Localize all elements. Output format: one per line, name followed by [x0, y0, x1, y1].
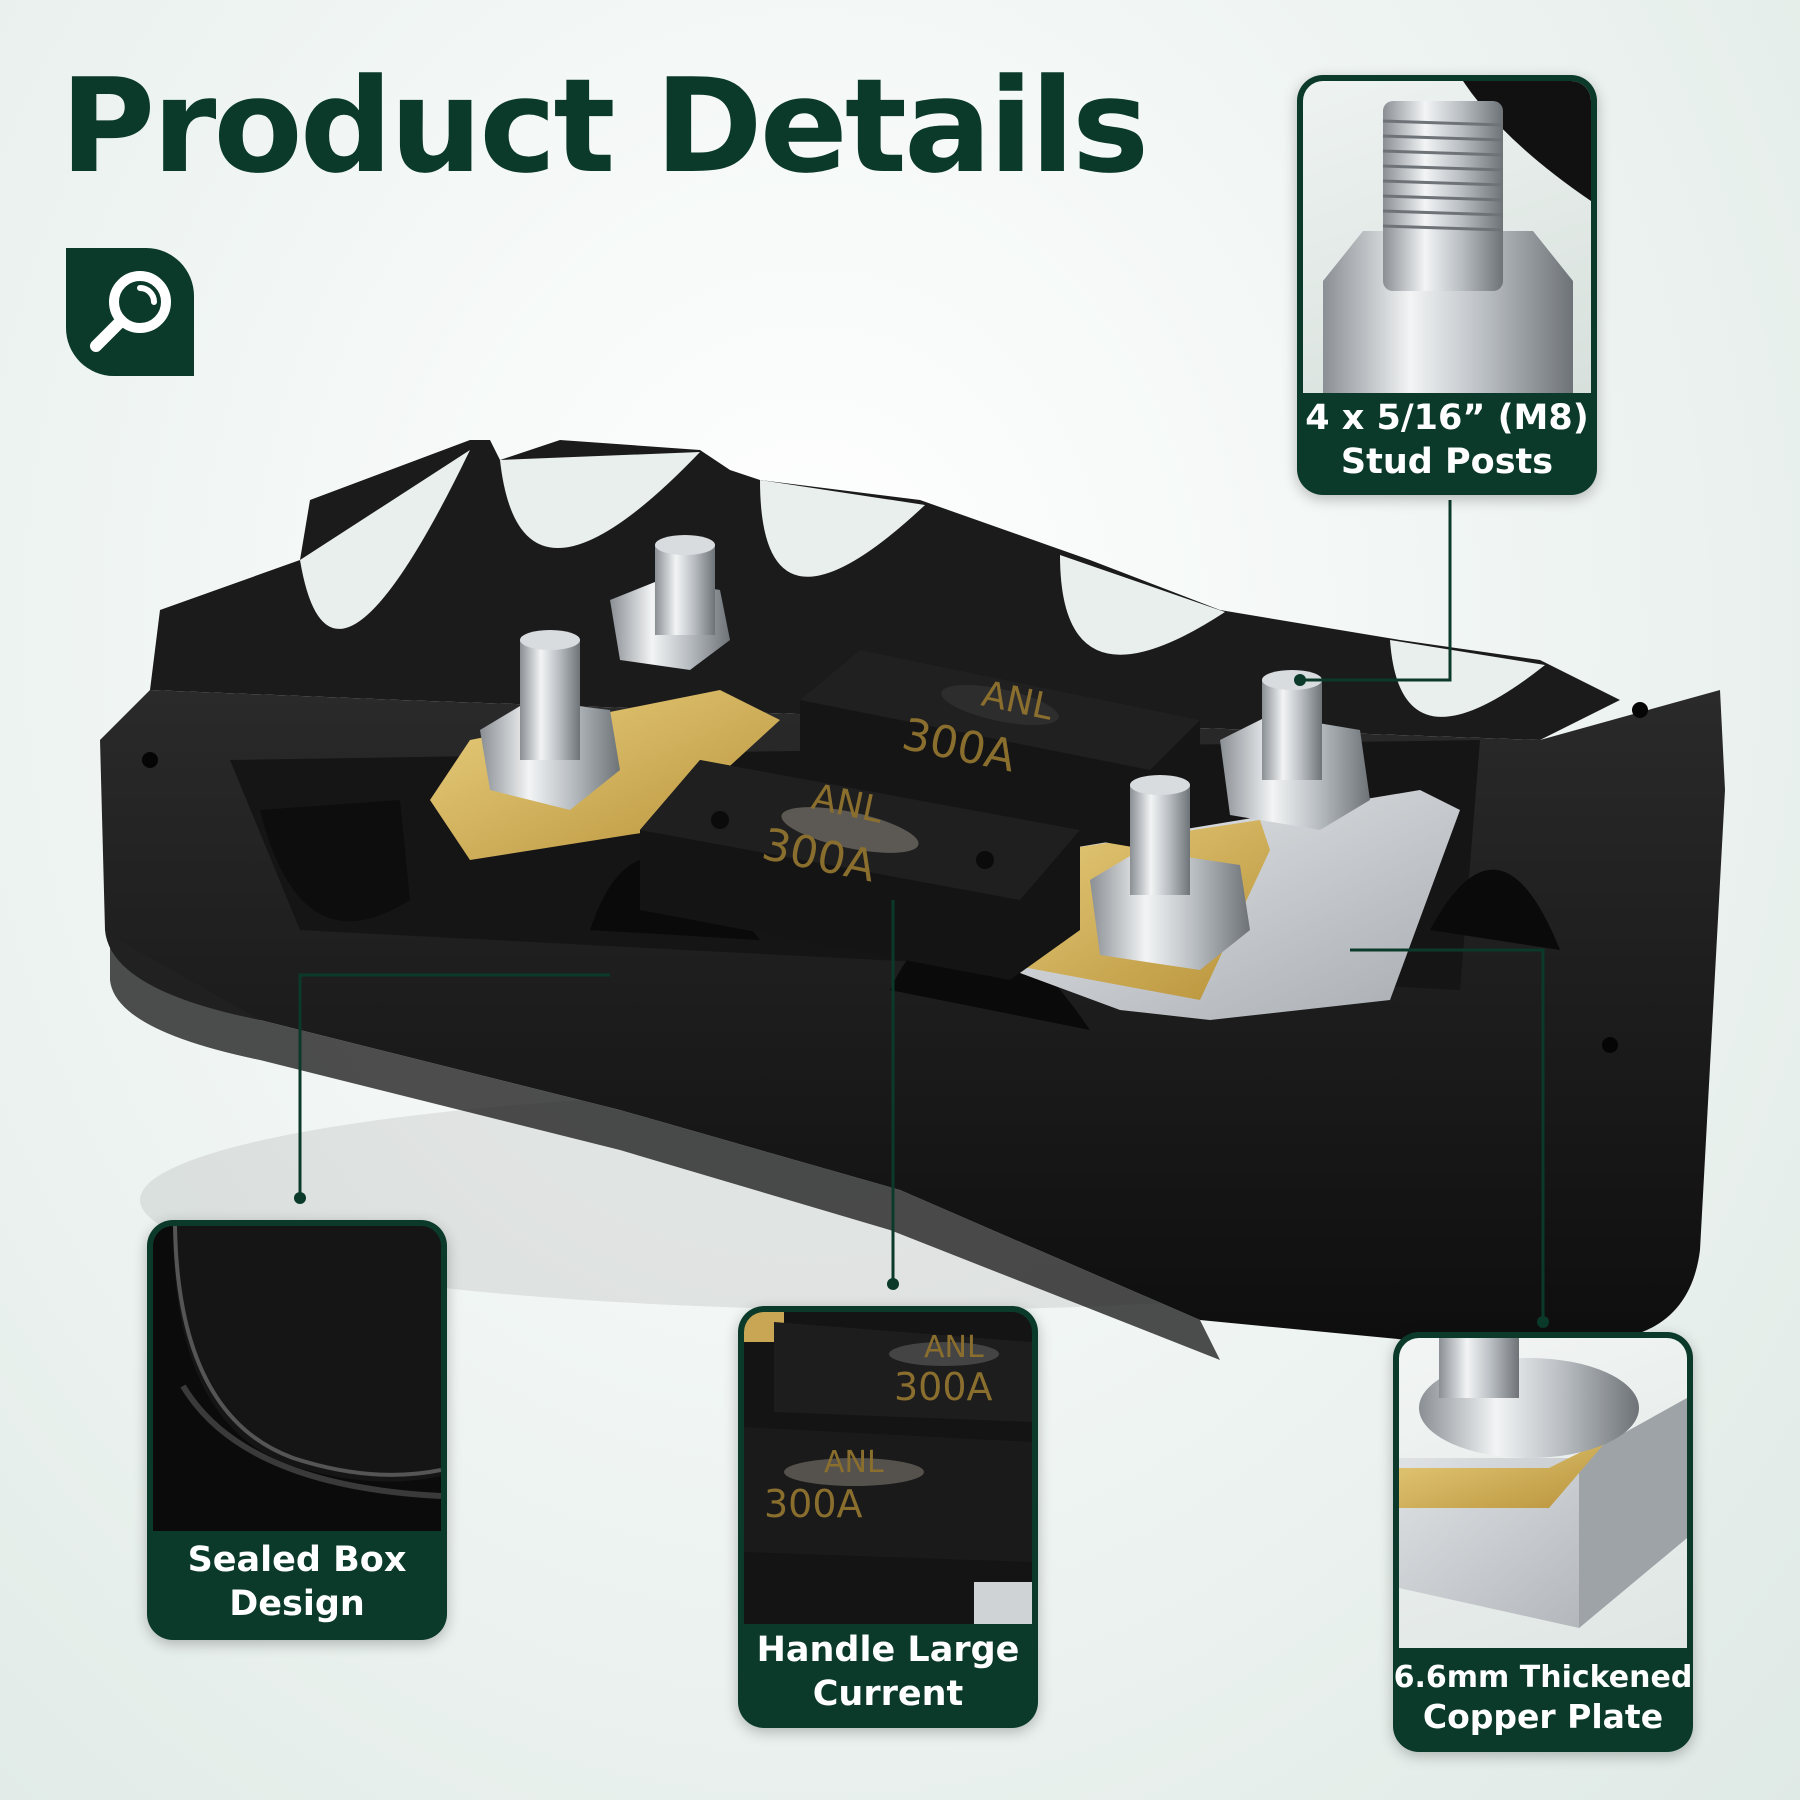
magnifier-icon [90, 271, 171, 352]
copper-plate-line1: 6.6mm Thickened [1393, 1659, 1693, 1695]
closeup-fuse-type: ANL [924, 1330, 984, 1365]
sealed-box-line2: Design [229, 1583, 365, 1624]
callout-sealed-box: Sealed Box Design [147, 1220, 447, 1640]
closeup-fuse-rating: 300A [894, 1365, 993, 1409]
anl-fuse-front: ANL 300A [640, 760, 1080, 980]
callout-stud-posts: 4 x 5/16” (M8) Stud Posts [1297, 75, 1597, 495]
sealed-box-closeup [153, 1226, 441, 1531]
stud-posts-line1: 4 x 5/16” (M8) [1305, 398, 1589, 439]
stud-posts-label: 4 x 5/16” (M8) Stud Posts [1297, 387, 1597, 495]
stud-post-closeup [1303, 81, 1591, 393]
large-current-line1: Handle Large [756, 1630, 1020, 1671]
copper-plate-label: 6.6mm Thickened Copper Plate [1393, 1644, 1693, 1752]
copper-plate-line2: Copper Plate [1422, 1697, 1664, 1737]
fuse-closeup: ANL 300A ANL 300A [744, 1312, 1032, 1624]
closeup-fuse-type: ANL [824, 1445, 884, 1480]
stud-post [610, 535, 730, 670]
stud-post [1220, 670, 1370, 830]
page-title: Product Details [60, 50, 1149, 202]
search-badge [66, 248, 194, 376]
copper-plate-closeup [1399, 1338, 1687, 1648]
stud-post [480, 630, 620, 810]
callout-copper-plate: 6.6mm Thickened Copper Plate [1393, 1332, 1693, 1752]
large-current-line2: Current [812, 1674, 964, 1714]
stud-post [1090, 775, 1250, 970]
large-current-label: Handle Large Current [738, 1618, 1038, 1728]
sealed-box-line1: Sealed Box [187, 1539, 407, 1580]
stud-posts-line2: Stud Posts [1340, 442, 1554, 482]
closeup-fuse-rating: 300A [764, 1482, 863, 1526]
callout-large-current: ANL 300A ANL 300A Handle Large Current [738, 1306, 1038, 1728]
sealed-box-label: Sealed Box Design [147, 1525, 447, 1640]
